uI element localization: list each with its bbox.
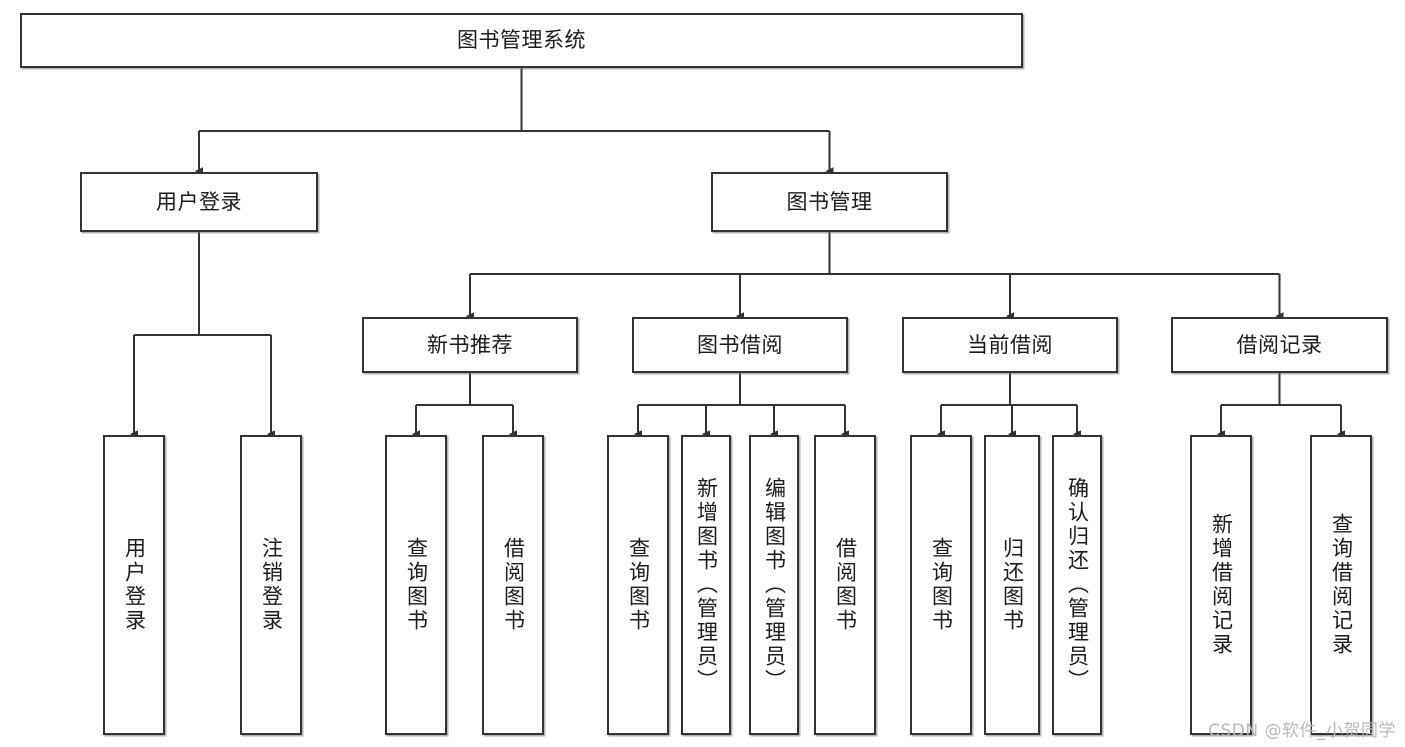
node-leaf_confirm_rt[interactable]: 确认归还（管理员） <box>1052 435 1102 735</box>
node-book_mgmt[interactable]: 图书管理 <box>711 172 948 232</box>
node-label: 查询图书 <box>404 537 429 633</box>
node-label: 查询借阅记录 <box>1329 513 1354 657</box>
node-label: 查询图书 <box>929 537 954 633</box>
node-label: 图书管理系统 <box>457 28 586 53</box>
node-label: 注销登录 <box>259 537 284 633</box>
node-leaf_borrow_b1[interactable]: 借阅图书 <box>482 435 544 735</box>
node-current_borrow[interactable]: 当前借阅 <box>902 317 1118 373</box>
node-label: 编辑图书（管理员） <box>762 477 787 693</box>
node-label: 图书管理 <box>786 189 873 214</box>
node-leaf_add_rec[interactable]: 新增借阅记录 <box>1190 435 1252 735</box>
node-user_login[interactable]: 用户登录 <box>80 172 318 232</box>
node-label: 新书推荐 <box>427 332 513 357</box>
node-borrow_record[interactable]: 借阅记录 <box>1171 317 1388 373</box>
node-label: 借阅记录 <box>1236 332 1323 357</box>
node-leaf_user_login[interactable]: 用户登录 <box>103 435 165 735</box>
node-label: 新增图书（管理员） <box>694 477 719 693</box>
node-leaf_query_b1[interactable]: 查询图书 <box>385 435 447 735</box>
node-label: 用户登录 <box>122 537 147 633</box>
edge-group <box>129 68 1346 439</box>
node-leaf_return_b[interactable]: 归还图书 <box>984 435 1040 735</box>
node-leaf_borrow_b2[interactable]: 借阅图书 <box>814 435 876 735</box>
node-leaf_add_book[interactable]: 新增图书（管理员） <box>681 435 731 735</box>
node-leaf_query_b2[interactable]: 查询图书 <box>607 435 669 735</box>
node-label: 新增借阅记录 <box>1209 513 1234 657</box>
csdn-watermark: CSDN @软件_小贺同学 <box>1208 721 1396 741</box>
node-label: 借阅图书 <box>501 537 526 633</box>
node-leaf_query_rec[interactable]: 查询借阅记录 <box>1310 435 1372 735</box>
node-root[interactable]: 图书管理系统 <box>20 13 1023 68</box>
node-label: 图书借阅 <box>697 332 783 357</box>
node-label: 当前借阅 <box>967 332 1053 357</box>
node-book_borrow[interactable]: 图书借阅 <box>632 317 848 373</box>
node-new_book_rec[interactable]: 新书推荐 <box>362 317 578 373</box>
node-label: 借阅图书 <box>833 537 858 633</box>
node-label: 归还图书 <box>1000 537 1025 633</box>
node-leaf_query_b3[interactable]: 查询图书 <box>910 435 972 735</box>
node-leaf_logout[interactable]: 注销登录 <box>240 435 302 735</box>
node-label: 用户登录 <box>156 189 242 214</box>
node-label: 查询图书 <box>626 537 651 633</box>
node-leaf_edit_book[interactable]: 编辑图书（管理员） <box>749 435 799 735</box>
node-label: 确认归还（管理员） <box>1065 477 1090 693</box>
